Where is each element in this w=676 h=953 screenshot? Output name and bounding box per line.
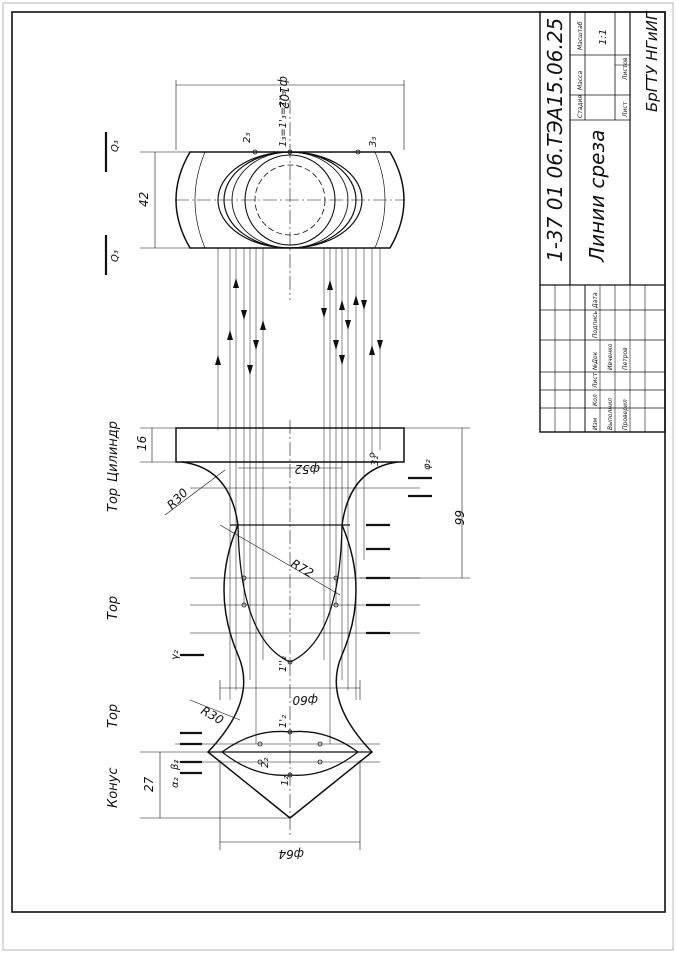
col-sheets: Листов <box>622 57 629 81</box>
label-torus-2: Тор <box>106 596 121 620</box>
point-2-2: 2₂ <box>260 758 271 768</box>
label-phi2: φ₂ <box>422 459 433 470</box>
label-alpha2: α₂ <box>170 777 181 788</box>
point-1p-2: 1'₂ <box>278 715 289 728</box>
designation: 1-37 01 06.ТЭА15.06.25 <box>543 18 567 262</box>
point-1-2: 1₂ <box>280 776 291 786</box>
top-view <box>175 100 405 300</box>
organization: БрГТУ НГиИГ <box>643 10 661 112</box>
label-torus-3: Тор <box>106 704 121 728</box>
col-scale: Масштаб <box>577 21 584 50</box>
point-1-3: 1₃=1'₃=1''₃ <box>278 91 289 147</box>
rev-header-date: Дата <box>592 292 599 309</box>
dim-h66: 66 <box>452 510 466 526</box>
dim-h27: 27 <box>142 776 156 792</box>
dimension-lines <box>140 80 470 850</box>
projection-arrows <box>215 278 383 375</box>
point-1pp-2: 1''₂ <box>278 656 289 672</box>
dim-d52: ф52 <box>294 462 320 476</box>
label-beta2: β₂ <box>170 760 181 771</box>
rev-header-ndoc: №Док <box>592 351 599 371</box>
label-q3-bottom: Q₃ <box>110 250 121 262</box>
point-2-3: 2₃ <box>242 133 253 143</box>
name-checked: Петров <box>622 347 629 370</box>
point-3-2: 3₂ <box>370 456 381 466</box>
rev-header-izm: Изм <box>592 417 599 430</box>
front-view <box>175 420 420 835</box>
plane-traces <box>104 132 432 775</box>
dim-h42: 42 <box>137 192 151 207</box>
surface-labels: Цилиндр Тор Тор Тор Конус <box>106 421 121 808</box>
name-developed: Ивченко <box>607 343 614 370</box>
dim-d60: ф60 <box>292 693 318 707</box>
dim-d64: ф64 <box>278 847 304 861</box>
col-stage: Стадия <box>577 95 584 118</box>
point-3-3: 3₃ <box>368 137 379 147</box>
col-mass: Масса <box>577 71 584 90</box>
label-gamma2: γ₂ <box>170 650 181 660</box>
rev-header-sign: Подпись <box>592 311 599 338</box>
label-cone: Конус <box>106 767 121 808</box>
drawing-frame <box>11 11 666 913</box>
point-labels: 2₃ 1₃=1'₃=1''₃ 3₃ 3₂ 1''₂ 1'₂ 1₂ 2₂ <box>242 91 381 786</box>
label-q3-top: Q₃ <box>110 140 121 152</box>
dim-h16: 16 <box>135 435 149 451</box>
label-torus-1: Тор <box>106 488 121 512</box>
rev-header-kol: Кол <box>592 394 599 406</box>
role-checked: Проверил <box>622 399 629 430</box>
scale-value: 1:1 <box>598 29 609 45</box>
plane-labels: Q₃ Q₃ φ₂ γ₂ α₂ β₂ <box>110 140 433 788</box>
role-developed: Выполнил <box>607 398 614 430</box>
col-sheet: Лист <box>622 101 629 118</box>
title-block: 1-37 01 06.ТЭА15.06.25 Линии среза БрГТУ… <box>539 10 666 433</box>
dim-d102: ф102 <box>277 76 291 109</box>
drawing-title: Линии среза <box>585 130 609 263</box>
label-cylinder: Цилиндр <box>106 421 121 482</box>
rev-header-list: Лист <box>592 372 599 389</box>
